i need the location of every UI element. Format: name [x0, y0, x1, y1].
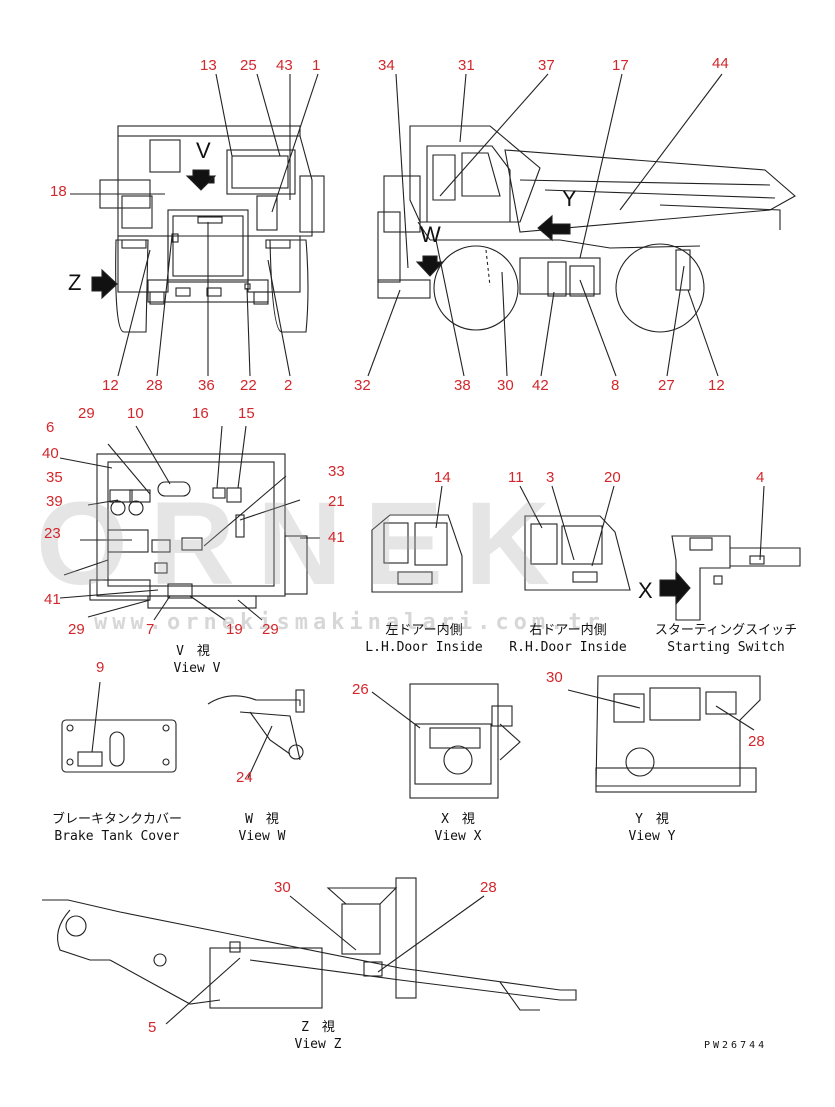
- callout: 17: [612, 57, 629, 74]
- callout: 10: [127, 405, 144, 422]
- view-z-drawing: [42, 877, 577, 1025]
- callout: 13: [200, 57, 217, 74]
- caption-lh-door-jp: 左ドアー内側: [385, 623, 463, 638]
- callout: 20: [604, 469, 621, 486]
- callout: 15: [238, 405, 255, 422]
- callout: 7: [146, 621, 155, 638]
- callout: 30: [274, 879, 291, 896]
- callout: 28: [480, 879, 497, 896]
- callout: 27: [658, 377, 675, 394]
- callout: 1: [312, 57, 321, 74]
- callout: 25: [240, 57, 257, 74]
- callout: 19: [226, 621, 243, 638]
- callout: 41: [328, 529, 345, 546]
- callout: 4: [756, 469, 765, 486]
- callout: 30: [546, 669, 563, 686]
- callout: 5: [148, 1019, 157, 1036]
- view-v-arrow-icon: [185, 169, 217, 191]
- callout: 36: [198, 377, 215, 394]
- caption-view-z-en: View Z: [294, 1037, 342, 1052]
- caption-brake-tank-en: Brake Tank Cover: [54, 829, 180, 844]
- caption-view-w-jp: W 視: [245, 812, 279, 827]
- callout: 29: [262, 621, 279, 638]
- callout: 30: [497, 377, 514, 394]
- callout: 37: [538, 57, 555, 74]
- callout: 9: [96, 659, 105, 676]
- view-letter-z: Z: [68, 270, 82, 295]
- callout: 40: [42, 445, 59, 462]
- caption-view-v-jp: V 視: [176, 644, 210, 659]
- view-w-drawing: [207, 689, 305, 779]
- callout: 12: [708, 377, 725, 394]
- lh-door-drawing: [371, 485, 463, 593]
- view-letter-y: Y: [562, 186, 577, 211]
- callout: 31: [458, 57, 475, 74]
- view-letter-v: V: [196, 138, 211, 163]
- caption-rh-door-jp: 右ドアー内側: [529, 623, 607, 638]
- caption-view-x-en: View X: [434, 829, 482, 844]
- callout: 29: [78, 405, 95, 422]
- view-letter-w: W: [420, 222, 441, 247]
- caption-starting-switch-en: Starting Switch: [667, 640, 785, 655]
- callout: 33: [328, 463, 345, 480]
- side-view-truck: [367, 73, 796, 377]
- callout: 28: [146, 377, 163, 394]
- view-letter-x: X: [638, 578, 653, 603]
- callout: 34: [378, 57, 395, 74]
- callout: 39: [46, 493, 63, 510]
- caption-view-v-en: View V: [173, 661, 221, 676]
- caption-view-z-jp: Z 視: [301, 1020, 335, 1035]
- caption-brake-tank-jp: ブレーキタンクカバー: [51, 812, 183, 827]
- brake-tank-cover-drawing: [61, 681, 177, 773]
- callout: 26: [352, 681, 369, 698]
- callout: 21: [328, 493, 345, 510]
- caption-view-x-jp: X 視: [441, 812, 475, 827]
- callout: 23: [44, 525, 61, 542]
- callout: 18: [50, 183, 67, 200]
- caption-view-y-jp: Y 視: [635, 812, 669, 827]
- callout: 12: [102, 377, 119, 394]
- callout: 11: [508, 469, 524, 486]
- callout: 28: [748, 733, 765, 750]
- callout: 6: [46, 419, 55, 436]
- view-x-drawing: [371, 683, 521, 799]
- callout: 29: [68, 621, 85, 638]
- drawing-code: PW26744: [704, 1040, 768, 1051]
- callout: 14: [434, 469, 451, 486]
- callout: 32: [354, 377, 371, 394]
- callout: 42: [532, 377, 549, 394]
- front-view-truck: [70, 73, 325, 377]
- callout: 3: [546, 469, 555, 486]
- caption-lh-door-en: L.H.Door Inside: [365, 640, 483, 655]
- starting-switch-drawing: [659, 485, 801, 621]
- callout: 43: [276, 57, 293, 74]
- rh-door-drawing: [519, 485, 631, 591]
- view-v-panel: [59, 425, 320, 621]
- watermark-logo: ORNEK: [36, 478, 573, 610]
- caption-view-y-en: View Y: [628, 829, 676, 844]
- caption-starting-switch-jp: スターティングスイッチ: [654, 623, 798, 638]
- callout: 22: [240, 377, 257, 394]
- caption-view-w-en: View W: [238, 829, 286, 844]
- callout: 16: [192, 405, 209, 422]
- callout: 35: [46, 469, 63, 486]
- callout: 41: [44, 591, 61, 608]
- callout: 44: [712, 55, 729, 72]
- view-z-arrow-icon: [91, 268, 118, 300]
- callout: 38: [454, 377, 471, 394]
- watermark-url: www.ornekismakinalari.com.tr: [94, 610, 605, 635]
- callout: 2: [284, 377, 293, 394]
- callout: 24: [236, 769, 253, 786]
- callout: 8: [611, 377, 620, 394]
- caption-rh-door-en: R.H.Door Inside: [509, 640, 627, 655]
- view-y-drawing: [567, 675, 761, 793]
